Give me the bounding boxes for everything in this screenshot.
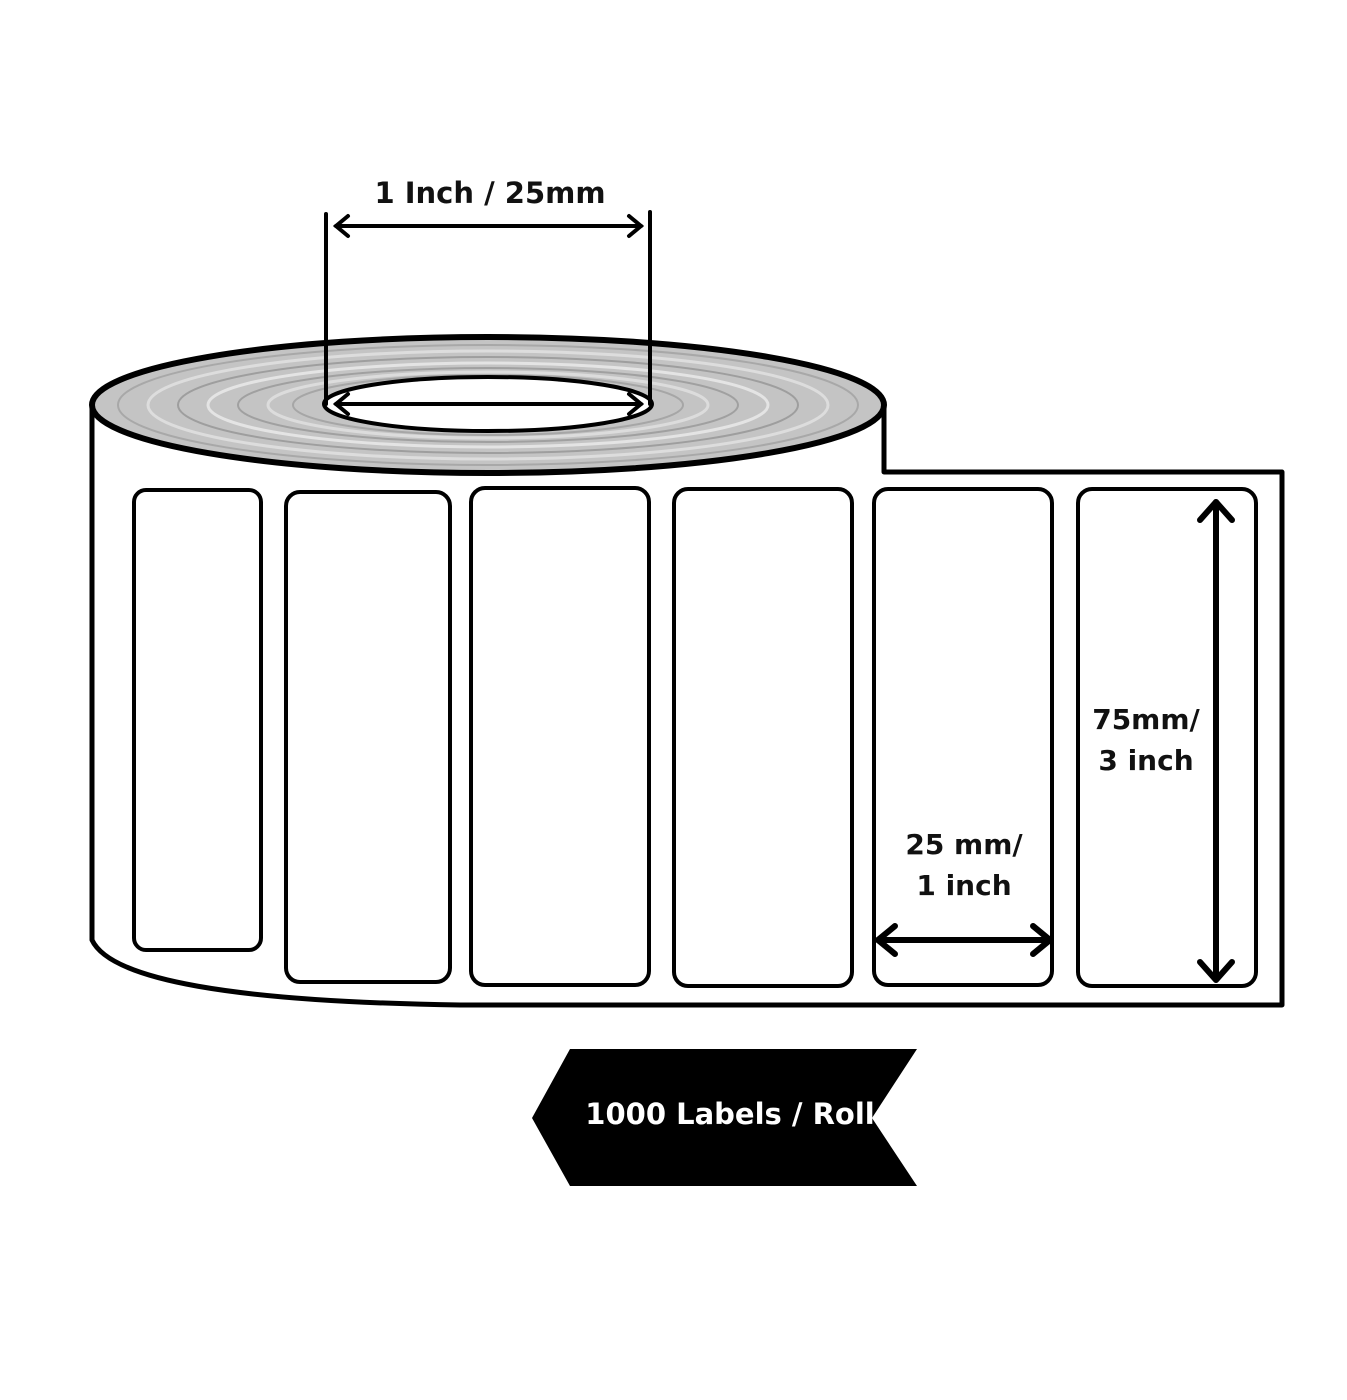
height-dimension-indicator	[1197, 499, 1235, 983]
label-6	[1076, 487, 1258, 988]
label-height-line-2: 3 inch	[1098, 743, 1194, 777]
width-dimension-indicator	[875, 923, 1053, 957]
label-height-text: 75mm/ 3 inch	[1078, 700, 1214, 781]
label-3	[469, 486, 651, 987]
label-5	[872, 487, 1054, 987]
label-width-line-1: 25 mm/	[905, 828, 1023, 861]
arrow-right-icon	[1030, 923, 1053, 957]
label-height-line-1: 75mm/	[1092, 703, 1200, 736]
arrow-down-icon	[1197, 959, 1235, 983]
roll-top-face	[89, 334, 887, 476]
core-dimension-indicator	[324, 210, 652, 416]
label-4	[672, 487, 854, 988]
label-1	[132, 488, 263, 952]
label-width-text: 25 mm/ 1 inch	[876, 825, 1052, 906]
labels	[132, 486, 1258, 988]
arrow-left-icon	[875, 923, 898, 957]
arrow-right-icon	[627, 214, 645, 238]
labels-per-roll-text: 1000 Labels / Roll	[585, 1097, 875, 1131]
arrow-left-icon	[332, 214, 350, 238]
labels-per-roll-banner	[532, 1049, 917, 1186]
label-width-line-2: 1 inch	[916, 868, 1012, 902]
arrow-up-icon	[1197, 499, 1235, 523]
label-2	[284, 490, 452, 984]
core-diameter-label: 1 Inch / 25mm	[374, 176, 606, 210]
